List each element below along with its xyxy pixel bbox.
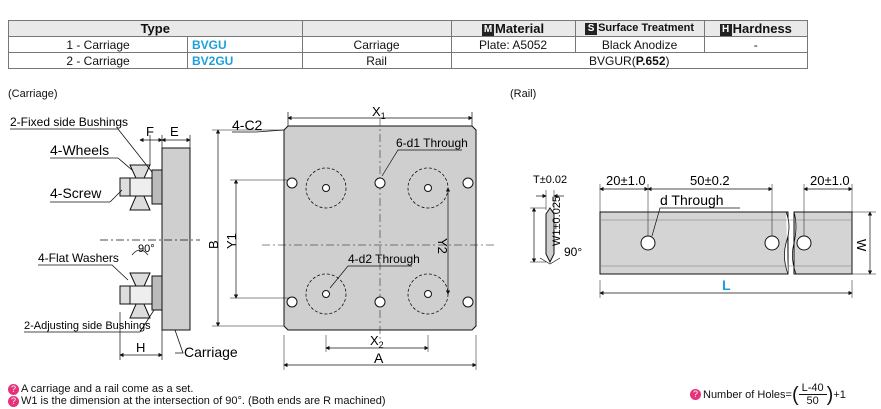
rail-long-drawing xyxy=(599,184,876,298)
rail-profile xyxy=(545,207,555,264)
x1-label: X1 xyxy=(372,104,386,121)
adjusting-bushing xyxy=(151,275,163,311)
note-icon: ? xyxy=(690,389,701,400)
rail-section-label: (Rail) xyxy=(510,88,537,100)
pitch-end-right-label: 20±1.0 xyxy=(810,173,850,188)
rail-page-link[interactable]: P.652 xyxy=(635,53,666,68)
note-icon: ? xyxy=(8,383,19,395)
note-icon: ? xyxy=(8,395,19,407)
side-view-drawing xyxy=(10,128,200,360)
l-label: L xyxy=(722,277,731,293)
rail-section-drawing xyxy=(530,190,564,265)
holes-numerator: L-40 xyxy=(798,382,827,395)
a-label: A xyxy=(374,350,384,366)
adjusting-bushings-label: 2-Adjusting side Bushings xyxy=(24,320,151,332)
surface-label: Surface Treatment xyxy=(598,22,695,35)
holes-denominator: 50 xyxy=(806,395,819,407)
carriage-plate-side xyxy=(161,147,191,331)
carriage-section-label: (Carriage) xyxy=(8,88,58,100)
holes-formula: ? Number of Holes= ( L-40 50 ) +1 xyxy=(690,382,846,407)
rail-holes xyxy=(640,235,812,251)
rail-angle-label: 90° xyxy=(564,245,582,259)
wheels-label: 4-Wheels xyxy=(50,142,109,158)
y2-label: Y2 xyxy=(435,238,450,254)
note-w1: ?W1 is the dimension at the intersection… xyxy=(8,395,386,407)
d2-holes xyxy=(322,184,432,298)
fixed-bushings-label: 2-Fixed side Bushings xyxy=(10,115,128,129)
dim-f-label: F xyxy=(146,124,154,139)
d-through-label: d Through xyxy=(660,192,724,208)
t-tolerance-label: T±0.02 xyxy=(533,174,567,186)
d1-holes xyxy=(286,177,474,308)
d2-through-label: 4-d2 Through xyxy=(348,252,420,266)
upper-wheel xyxy=(119,164,153,211)
d1-through-label: 6-d1 Through xyxy=(396,136,468,150)
x2-label: X2 xyxy=(370,333,384,350)
row2-code: BV2GU xyxy=(187,52,303,69)
pitch-middle-label: 50±0.2 xyxy=(690,173,730,188)
hardness-label: Hardness xyxy=(732,21,792,36)
pitch-end-left-label: 20±1.0 xyxy=(606,173,646,188)
screw-label: 4-Screw xyxy=(50,185,102,201)
w1-label: W1±0.025 xyxy=(551,196,563,246)
chamfer-label: 4-C2 xyxy=(232,117,263,133)
carriage-side-label: Carriage xyxy=(184,344,238,360)
b-label: B xyxy=(206,240,221,249)
y1-label: Y1 xyxy=(224,233,239,249)
plate-view-drawing xyxy=(212,112,496,370)
note-set: ?A carriage and a rail come as a set. xyxy=(8,383,193,395)
hardness-badge-icon: H xyxy=(719,23,732,36)
fixed-bushing xyxy=(151,169,163,205)
material-label: Material xyxy=(494,21,545,36)
dim-e-label: E xyxy=(170,124,179,139)
rail-body-left xyxy=(599,211,789,275)
table-row: 2 - Carriage BV2GU Rail BVGUR(P.652) xyxy=(8,52,809,69)
holes-suffix: +1 xyxy=(833,388,846,401)
rail-ref-text: BVGUR( xyxy=(589,53,636,68)
row1-code: BVGU xyxy=(187,36,303,53)
material-badge-icon: M xyxy=(481,23,494,36)
surface-badge-icon: S xyxy=(585,22,598,35)
flat-washers-label: 4-Flat Washers xyxy=(38,251,119,265)
dim-h-label: H xyxy=(136,340,145,355)
row2-rail-ref: BVGUR(P.652) xyxy=(450,52,809,69)
wheel-outlines xyxy=(305,167,449,315)
header-type: Type xyxy=(8,20,303,37)
side-angle-label: 90° xyxy=(138,243,155,255)
lower-wheel xyxy=(119,272,153,319)
rail-ref-close: ) xyxy=(665,53,670,68)
w-label: W xyxy=(854,239,869,252)
carriage-plate-top xyxy=(283,125,477,331)
holes-prefix: Number of Holes= xyxy=(703,388,792,401)
row2-type: 2 - Carriage xyxy=(8,52,188,69)
